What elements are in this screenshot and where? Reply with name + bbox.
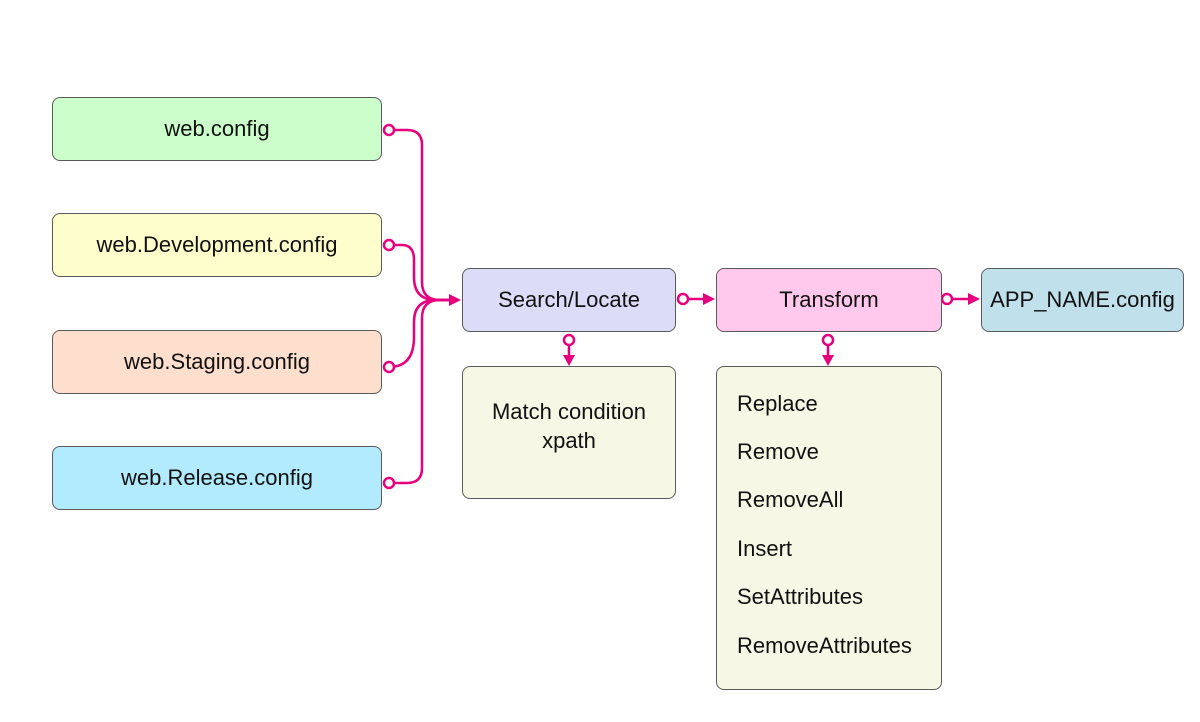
arrowhead-to-search	[449, 294, 461, 306]
search-locate-node: Search/Locate	[462, 268, 676, 332]
arrowhead-to-match	[563, 355, 575, 366]
operation-item: RemoveAll	[737, 487, 844, 512]
web-staging-config-node: web.Staging.config	[52, 330, 382, 394]
search-locate-label: Search/Locate	[498, 287, 640, 312]
web-staging-config-label: web.Staging.config	[124, 349, 310, 374]
web-config-node: web.config	[52, 97, 382, 161]
app-config-label: APP_NAME.config	[990, 287, 1175, 312]
operation-item: RemoveAttributes	[737, 633, 912, 658]
port-transform-right	[940, 292, 954, 306]
port-search-bottom	[562, 333, 576, 347]
connector-web-staging-to-search	[387, 298, 458, 369]
arrowhead-to-operations	[822, 355, 834, 366]
match-condition-line: Match condition	[491, 399, 647, 424]
operation-item: Insert	[737, 536, 793, 561]
web-development-config-node: web.Development.config	[52, 213, 382, 277]
match-condition-node: Match condition xpath	[462, 366, 676, 499]
port-web-staging	[382, 360, 396, 374]
connector-web-development-to-search	[387, 243, 458, 302]
web-config-label: web.config	[164, 116, 270, 141]
port-web-development	[382, 238, 396, 252]
port-search-right	[676, 292, 690, 306]
operation-item: SetAttributes	[737, 584, 863, 609]
connector-web-config-to-search	[387, 128, 458, 302]
connector-web-release-to-search	[387, 298, 458, 485]
transform-operations-node: Replace Remove RemoveAll Insert SetAttri…	[716, 366, 942, 690]
operation-item: Remove	[737, 439, 819, 464]
port-web-config	[382, 123, 396, 137]
arrowhead-to-output	[968, 293, 980, 305]
app-config-output-node: APP_NAME.config	[981, 268, 1184, 332]
port-transform-bottom	[821, 333, 835, 347]
operation-item: Replace	[737, 391, 818, 416]
port-web-release	[382, 476, 396, 490]
arrowhead-to-transform	[703, 293, 715, 305]
web-release-config-label: web.Release.config	[120, 465, 313, 490]
match-xpath-line: xpath	[542, 428, 596, 453]
web-release-config-node: web.Release.config	[52, 446, 382, 510]
web-development-config-label: web.Development.config	[96, 232, 338, 257]
transform-label: Transform	[779, 287, 879, 312]
transform-node: Transform	[716, 268, 942, 332]
